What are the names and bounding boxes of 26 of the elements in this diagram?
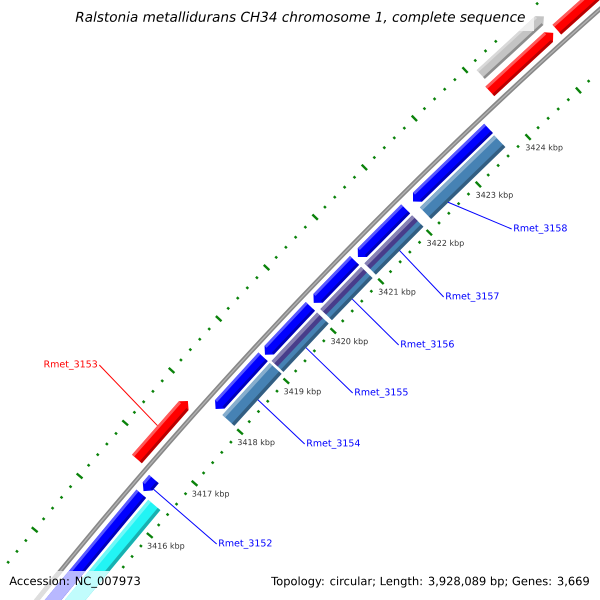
leader-line	[98, 364, 158, 426]
tick-label: 3418 kbp	[238, 438, 275, 447]
leader-line	[399, 250, 444, 298]
tick-label: 3421 kbp	[378, 288, 416, 296]
tick-label: 3423 kbp	[476, 192, 513, 200]
gene-label: Rmet_3158	[514, 224, 567, 234]
gene-block	[132, 400, 189, 464]
tick-label: 3416 kbp	[148, 542, 184, 550]
tick-label: 3417 kbp	[192, 490, 230, 498]
leader-line	[153, 488, 218, 544]
leader-line	[305, 347, 354, 394]
gene-label: Rmet_3157	[446, 292, 499, 302]
feature-bar	[222, 363, 282, 426]
footer-text: Accession: NC_007973	[9, 576, 140, 588]
gene-label: Rmet_3153	[44, 360, 97, 370]
feature-bar	[272, 312, 329, 372]
title: Ralstonia metallidurans CH34 chromosome 1, complete sequence	[76, 11, 525, 25]
feature-bar	[320, 266, 373, 320]
gene-label: Rmet_3154	[307, 439, 360, 449]
gene-label: Rmet_3155	[355, 388, 408, 398]
leader-line	[352, 298, 400, 346]
gene-block	[142, 474, 159, 492]
footer-text: Topology: circular; Length: 3,928,089 bp; Genes: 3,669	[271, 576, 589, 588]
gene-label: Rmet_3152	[219, 539, 272, 549]
gene-label: Rmet_3156	[401, 340, 454, 350]
feature-bar	[364, 215, 424, 275]
